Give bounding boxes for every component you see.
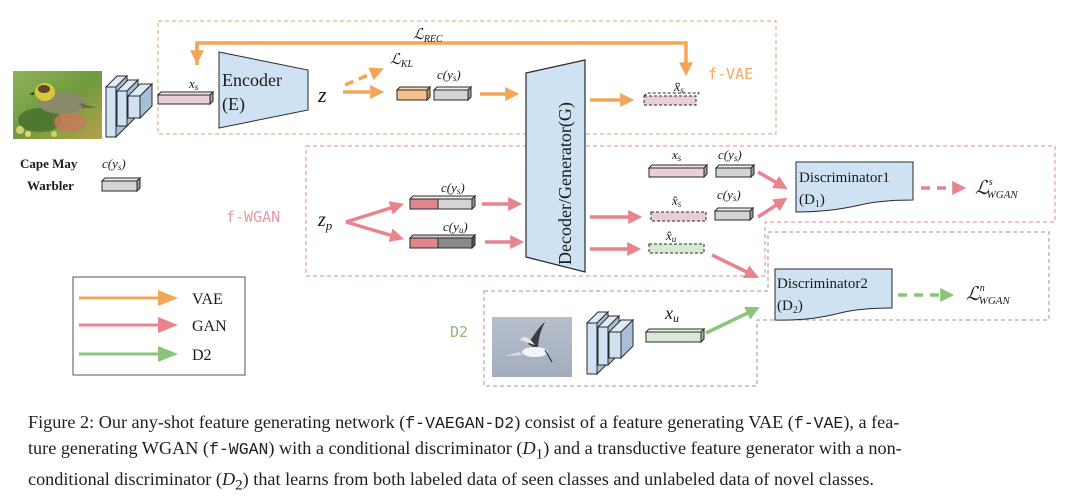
- seen-attribute-vector: [100, 176, 142, 193]
- seen-class-name-line1: Cape May: [20, 156, 78, 171]
- xbar-s-label: x̄s: [673, 80, 684, 95]
- cnn-feature-extractor-unseen: [585, 310, 635, 376]
- generated-seen-feature-vector: [650, 211, 707, 222]
- hat-xs-label: x̂s: [671, 193, 682, 209]
- real-seen-feature-vector: [647, 163, 709, 179]
- legend-gan-label: GAN: [192, 318, 227, 335]
- caption-code-fvae: f-VAE: [793, 414, 844, 433]
- z-label: z: [317, 82, 327, 107]
- encoder-label-line1: Encoder: [222, 70, 282, 90]
- wgan-cyu-label: c(yu): [443, 219, 468, 235]
- generated-unseen-feature-vector: [648, 243, 705, 254]
- caption-math-d: D: [522, 438, 536, 458]
- discriminator2-block: [774, 268, 893, 321]
- discriminator2-label-line2: (D2): [777, 298, 803, 316]
- seen-class-name-line2: Warbler: [27, 178, 74, 193]
- zp-to-unseen-arrow: [345, 220, 405, 242]
- wgan-cys-label: c(ys): [441, 180, 465, 196]
- caption-text: ) that learns from both labeled data of …: [242, 468, 874, 489]
- legend-d2-label: D2: [192, 347, 212, 364]
- hat-xu-label: x̂u: [665, 228, 677, 244]
- figure-caption: Figure 2: Our any-shot feature generatin…: [28, 410, 1058, 497]
- caption-text: ture generating WGAN (: [28, 438, 209, 458]
- f-vae-region-box: [157, 20, 777, 135]
- f-wgan-region-box: [305, 145, 1056, 277]
- generated-seen-attr-vector: [713, 206, 755, 222]
- zp-label: zp: [317, 209, 333, 233]
- caption-math-sub: 2: [235, 476, 243, 494]
- caption-math-d: D: [221, 468, 236, 489]
- real-to-d1-arrow: [757, 170, 788, 190]
- seen-feature-vector-xs: [156, 90, 215, 106]
- encoder-block: [218, 51, 309, 129]
- encoder-label-line2: (E): [222, 94, 245, 115]
- decoder-generator-label: Decoder/Generator(G): [555, 102, 576, 265]
- d2-region-box: [483, 231, 1050, 387]
- caption-line-2: ture generating WGAN (f-WGAN) with a con…: [28, 436, 1058, 467]
- unseen-bird-image: [492, 317, 572, 377]
- caption-text: ) and a transductive feature generator w…: [543, 438, 902, 458]
- caption-text: conditional discriminator (: [28, 468, 222, 489]
- kl-dashed-arrow: [344, 67, 384, 87]
- hat-cys-label: c(ys): [717, 187, 741, 203]
- discriminator1-block: [795, 161, 914, 213]
- fake-to-d1-arrow: [757, 197, 788, 219]
- caption-line-1: Figure 2: Our any-shot feature generatin…: [28, 410, 1058, 436]
- caption-text: ), a fea-: [843, 412, 900, 432]
- legend-vae-label: VAE: [192, 291, 223, 308]
- real-xs-label: xs: [671, 147, 682, 163]
- xs-label: xs: [188, 76, 199, 92]
- l-rec-label: ℒREC: [413, 27, 443, 45]
- caption-text: ) consist of a feature generating VAE (: [514, 412, 794, 432]
- l-kl-label: ℒKL: [390, 52, 413, 70]
- discriminator1-label-line1: Discriminator1: [799, 170, 890, 186]
- cnn-feature-extractor-seen: [104, 74, 154, 139]
- discriminator1-label-line2: (D1): [799, 192, 825, 210]
- real-cys-label: c(ys): [718, 147, 742, 163]
- caption-code-fwgan: f-WGAN: [208, 440, 269, 459]
- real-unseen-feature-vector: [644, 327, 706, 344]
- xu-to-d2-arrow: [705, 306, 760, 335]
- d2-region-label: D2: [450, 323, 468, 341]
- caption-text: Figure 2: Our any-shot feature generatin…: [28, 412, 406, 432]
- f-wgan-region-label: f-WGAN: [226, 208, 280, 226]
- legend-item-vae: VAE: [79, 290, 223, 308]
- vae-attribute-vector: [432, 85, 473, 102]
- noise-seen-attr-vector: [408, 194, 477, 211]
- caption-code-model-name: f-VAEGAN-D2: [405, 414, 515, 433]
- caption-math-sub: 1: [535, 445, 544, 463]
- architecture-diagram: f-VAE f-WGAN D2 Cape May Warbler c(ys) x…: [13, 20, 1056, 387]
- seen-attr-label: c(ys): [102, 156, 126, 172]
- decoder-generator-block: [525, 59, 586, 273]
- noise-unseen-attr-vector: [408, 233, 477, 250]
- caption-line-3: conditional discriminator (D2) that lear…: [28, 467, 1058, 498]
- legend: VAE GAN D2: [72, 276, 246, 376]
- caption-text: ) with a conditional discriminator (: [268, 438, 523, 458]
- xu-label: xu: [664, 303, 679, 325]
- vae-cys-label: c(ys): [437, 67, 461, 83]
- f-vae-region-label: f-VAE: [708, 65, 753, 83]
- discriminator2-label-line1: Discriminator2: [777, 276, 868, 292]
- legend-item-gan: GAN: [79, 317, 227, 335]
- real-seen-attr-vector: [714, 163, 756, 179]
- hat-xu-to-d2-arrow: [711, 253, 759, 278]
- zp-to-seen-arrow: [345, 201, 405, 224]
- legend-item-d2: D2: [79, 346, 212, 364]
- reconstructed-feature-vector: [643, 92, 701, 106]
- latent-vector: [395, 85, 432, 102]
- seen-bird-image: [13, 71, 102, 139]
